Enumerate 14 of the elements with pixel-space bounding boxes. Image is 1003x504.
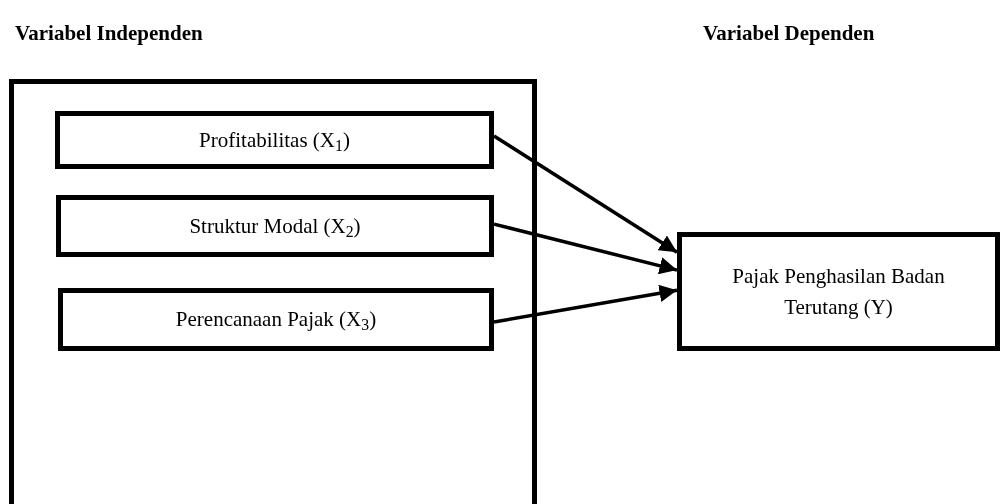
box-text: Profitabilitas (X$_{1}$) xyxy=(198,126,351,156)
group-box xyxy=(9,79,537,504)
column-heading: Variabel Independen xyxy=(15,20,203,47)
arrow xyxy=(493,222,678,275)
variable-box xyxy=(56,195,494,257)
arrow xyxy=(493,284,678,324)
variable-box xyxy=(58,288,494,351)
box-text: Struktur Modal (X$_{2}$) xyxy=(188,212,362,242)
box-text: Pajak Penghasilan Badan Terutang (Y) xyxy=(731,263,946,321)
variable-box xyxy=(677,232,1000,351)
column-heading: Variabel Dependen xyxy=(703,20,875,47)
variable-box xyxy=(55,111,494,169)
box-text: Perencanaan Pajak (X$_{3}$) xyxy=(174,306,378,335)
arrow xyxy=(493,134,678,254)
